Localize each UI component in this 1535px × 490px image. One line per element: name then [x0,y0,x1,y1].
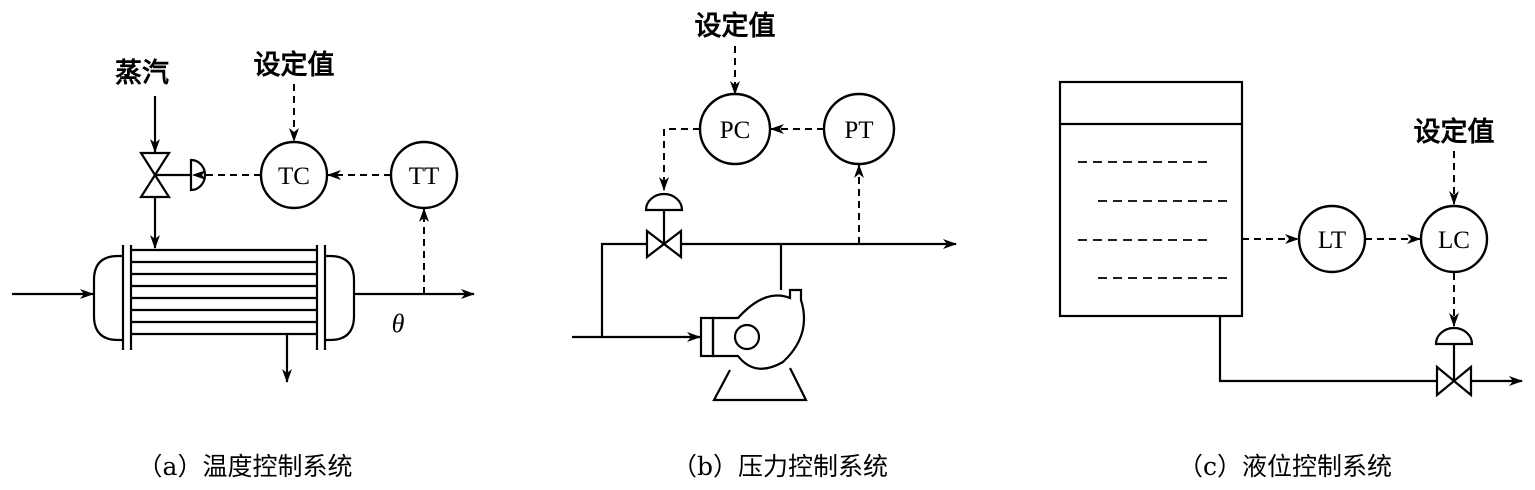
level-control-valve [1434,326,1474,398]
setpoint-label: 设定值 [254,49,335,81]
heat-exchanger [92,245,356,350]
pc-controller: PC [698,92,772,166]
tt-transmitter: TT [389,140,459,210]
lc-label: LC [1438,227,1470,254]
pc-to-valve-signal [659,128,700,191]
pressure-control-valve [644,192,684,260]
panel-c-level-control: 设定值 LT LC （c）液位控制系统 [1058,80,1523,481]
lc-controller: LC [1419,204,1489,274]
tt-label: TT [409,163,440,190]
theta-label: θ [392,309,405,338]
pc-label: PC [720,117,751,144]
caption-c: （c）液位控制系统 [1178,452,1392,481]
panel-b-pressure-control: 设定值 PC PT [572,10,957,481]
panel-a-temperature-control: 设定值 蒸汽 TC TT [12,49,475,481]
bypass-line [600,242,647,337]
liquid-tank [1058,80,1244,318]
caption-a: （a）温度控制系统 [138,452,353,481]
steam-label: 蒸汽 [115,58,169,89]
pt-transmitter: PT [822,92,896,166]
lt-transmitter: LT [1297,204,1367,274]
lt-label: LT [1318,227,1346,254]
caption-b: （b）压力控制系统 [672,452,888,481]
setpoint-label: 设定值 [1414,116,1495,148]
pt-label: PT [844,117,873,144]
tc-label: TC [278,163,310,190]
tc-controller: TC [259,140,329,210]
setpoint-label: 设定值 [695,10,776,42]
tank-outlet-line [1218,316,1437,383]
centrifugal-pump [699,288,808,402]
